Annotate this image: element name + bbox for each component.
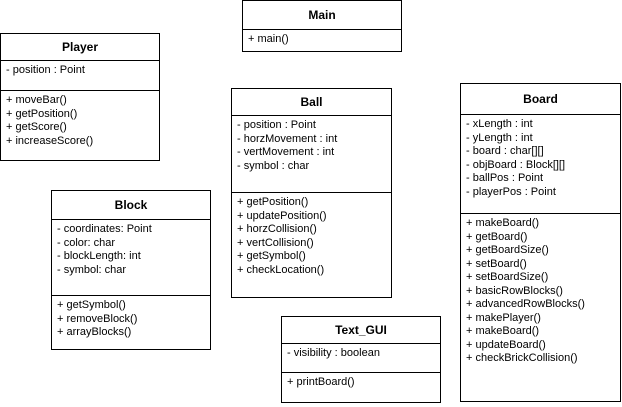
method-line: + updateBoard() bbox=[466, 338, 546, 351]
attribute-line: - yLength : int bbox=[466, 131, 533, 144]
class-block: Block - coordinates: Point - color: char… bbox=[51, 190, 211, 350]
method-line: + updatePosition() bbox=[237, 209, 327, 222]
attribute-line: - xLength : int bbox=[466, 118, 533, 130]
class-player-name: Player bbox=[1, 34, 159, 61]
attribute-line: - symbol : char bbox=[237, 159, 310, 172]
method-line: + makeBoard() bbox=[466, 217, 540, 229]
method-line: + getPosition() bbox=[6, 107, 78, 120]
attribute-line: - color: char bbox=[57, 236, 116, 249]
class-text-gui: Text_GUI - visibility : boolean + printB… bbox=[281, 316, 441, 403]
attribute-line: - vertMovement : int bbox=[237, 146, 335, 158]
method-line: + checkBrickCollision() bbox=[466, 352, 578, 364]
method-line: + vertCollision() bbox=[237, 236, 314, 249]
class-main-methods: + main() bbox=[243, 30, 401, 47]
class-block-methods: + getSymbol() + removeBlock() + arrayBlo… bbox=[52, 296, 210, 340]
class-player-attributes: - position : Point bbox=[1, 61, 159, 91]
attribute-line: - position : Point bbox=[6, 64, 85, 76]
class-main: Main + main() bbox=[242, 0, 402, 52]
method-line: + increaseScore() bbox=[6, 134, 94, 147]
class-player-methods: + moveBar() + getPosition() + getScore()… bbox=[1, 91, 159, 148]
method-line: + getBoardSize() bbox=[466, 244, 549, 256]
attribute-line: - position : Point bbox=[237, 119, 316, 131]
attribute-line: - horzMovement : int bbox=[237, 132, 338, 145]
class-player: Player - position : Point + moveBar() + … bbox=[0, 33, 160, 161]
attribute-line: - ballPos : Point bbox=[466, 172, 544, 184]
class-board-methods: + makeBoard() + getBoard() + getBoardSiz… bbox=[461, 214, 620, 366]
method-line: + moveBar() bbox=[6, 94, 67, 106]
class-ball-name: Ball bbox=[232, 89, 391, 116]
class-block-attributes: - coordinates: Point - color: char - blo… bbox=[52, 220, 210, 296]
method-line: + main() bbox=[248, 33, 289, 45]
attribute-line: - coordinates: Point bbox=[57, 223, 152, 235]
class-block-name: Block bbox=[52, 191, 210, 220]
method-line: + printBoard() bbox=[287, 376, 355, 388]
method-line: + setBoard() bbox=[466, 257, 527, 270]
class-ball-methods: + getPosition() + updatePosition() + hor… bbox=[232, 193, 391, 277]
class-board-name: Board bbox=[461, 84, 620, 115]
attribute-line: - board : char[][] bbox=[466, 145, 544, 157]
attribute-line: - symbol: char bbox=[57, 263, 127, 276]
method-line: + getPosition() bbox=[237, 196, 309, 208]
method-line: + basicRowBlocks() bbox=[466, 284, 563, 297]
class-ball-attributes: - position : Point - horzMovement : int … bbox=[232, 116, 391, 193]
class-main-name: Main bbox=[243, 1, 401, 30]
method-line: + makePlayer() bbox=[466, 311, 541, 324]
method-line: + removeBlock() bbox=[57, 312, 138, 325]
method-line: + getSymbol() bbox=[237, 250, 306, 262]
class-board: Board - xLength : int - yLength : int - … bbox=[460, 83, 621, 402]
attribute-line: - playerPos : Point bbox=[466, 185, 556, 198]
attribute-line: - objBoard : Block[][] bbox=[466, 158, 566, 171]
class-text-gui-methods: + printBoard() bbox=[282, 373, 440, 390]
attribute-line: - visibility : boolean bbox=[287, 347, 380, 359]
class-text-gui-attributes: - visibility : boolean bbox=[282, 344, 440, 373]
method-line: + getBoard() bbox=[466, 230, 528, 243]
class-ball: Ball - position : Point - horzMovement :… bbox=[231, 88, 392, 298]
method-line: + setBoardSize() bbox=[466, 271, 549, 283]
method-line: + getSymbol() bbox=[57, 299, 126, 311]
method-line: + getScore() bbox=[6, 121, 67, 133]
class-board-attributes: - xLength : int - yLength : int - board … bbox=[461, 115, 620, 214]
attribute-line: - blockLength: int bbox=[57, 250, 141, 262]
method-line: + horzCollision() bbox=[237, 223, 317, 235]
class-text-gui-name: Text_GUI bbox=[282, 317, 440, 344]
method-line: + checkLocation() bbox=[237, 263, 325, 276]
method-line: + makeBoard() bbox=[466, 325, 540, 337]
method-line: + advancedRowBlocks() bbox=[466, 298, 585, 310]
method-line: + arrayBlocks() bbox=[57, 326, 132, 338]
